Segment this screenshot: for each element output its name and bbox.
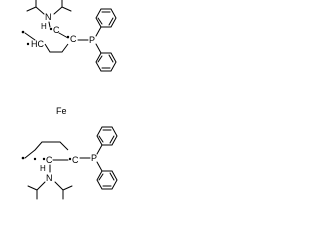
bottom-left-bond — [24, 149, 36, 159]
bottom-ring-radical-dot-3 — [68, 157, 72, 161]
top-isopropyl-right — [53, 0, 72, 15]
bottom-hydrogen-label: H — [40, 164, 46, 173]
top-hydrogen-label: H — [41, 22, 47, 31]
top-ring-carbon-left-label: HC — [31, 39, 44, 49]
bottom-phenyl-upper — [96, 126, 118, 155]
bottom-isopropyl-right — [54, 181, 73, 200]
bottom-cp-ring — [34, 141, 69, 151]
iron-label: Fe — [56, 106, 67, 116]
top-ring-carbon-mid-label: C — [53, 25, 60, 35]
top-ring-upper-bond — [58, 32, 69, 39]
top-ring-radical-dot-3 — [26, 42, 30, 46]
top-phenyl-upper — [95, 8, 117, 37]
bottom-unit: C C P H N — [21, 126, 118, 200]
structure-svg: N H C C HC P — [21, 0, 118, 200]
top-left-bond — [24, 32, 36, 41]
bottom-ring-carbon-left-label: C — [46, 155, 53, 165]
top-n-c-bond — [48, 21, 51, 28]
bottom-ring-radical-dot-2 — [42, 157, 46, 161]
bottom-phosphorus-label: P — [91, 153, 97, 163]
bottom-phenyl-lower — [96, 161, 118, 190]
bottom-isopropyl-left — [27, 181, 46, 200]
top-cp-ring — [44, 43, 69, 53]
bottom-ring-radical-dot-1 — [33, 157, 37, 161]
top-phenyl-lower — [95, 43, 117, 72]
top-isopropyl-left — [26, 0, 45, 15]
bottom-ring-carbon-right-label: C — [72, 155, 79, 165]
top-phosphorus-label: P — [89, 35, 95, 45]
top-ring-radical-dot-1 — [49, 27, 53, 31]
top-nitrogen-label: N — [45, 12, 52, 22]
top-left-radical-dot — [21, 30, 25, 34]
structure-diagram: N H C C HC P — [0, 0, 137, 222]
top-unit: N H C C HC P — [21, 0, 117, 72]
top-ring-carbon-right-label: C — [70, 34, 77, 44]
bottom-nitrogen-label: N — [46, 173, 53, 183]
bottom-left-radical-dot — [21, 156, 25, 160]
